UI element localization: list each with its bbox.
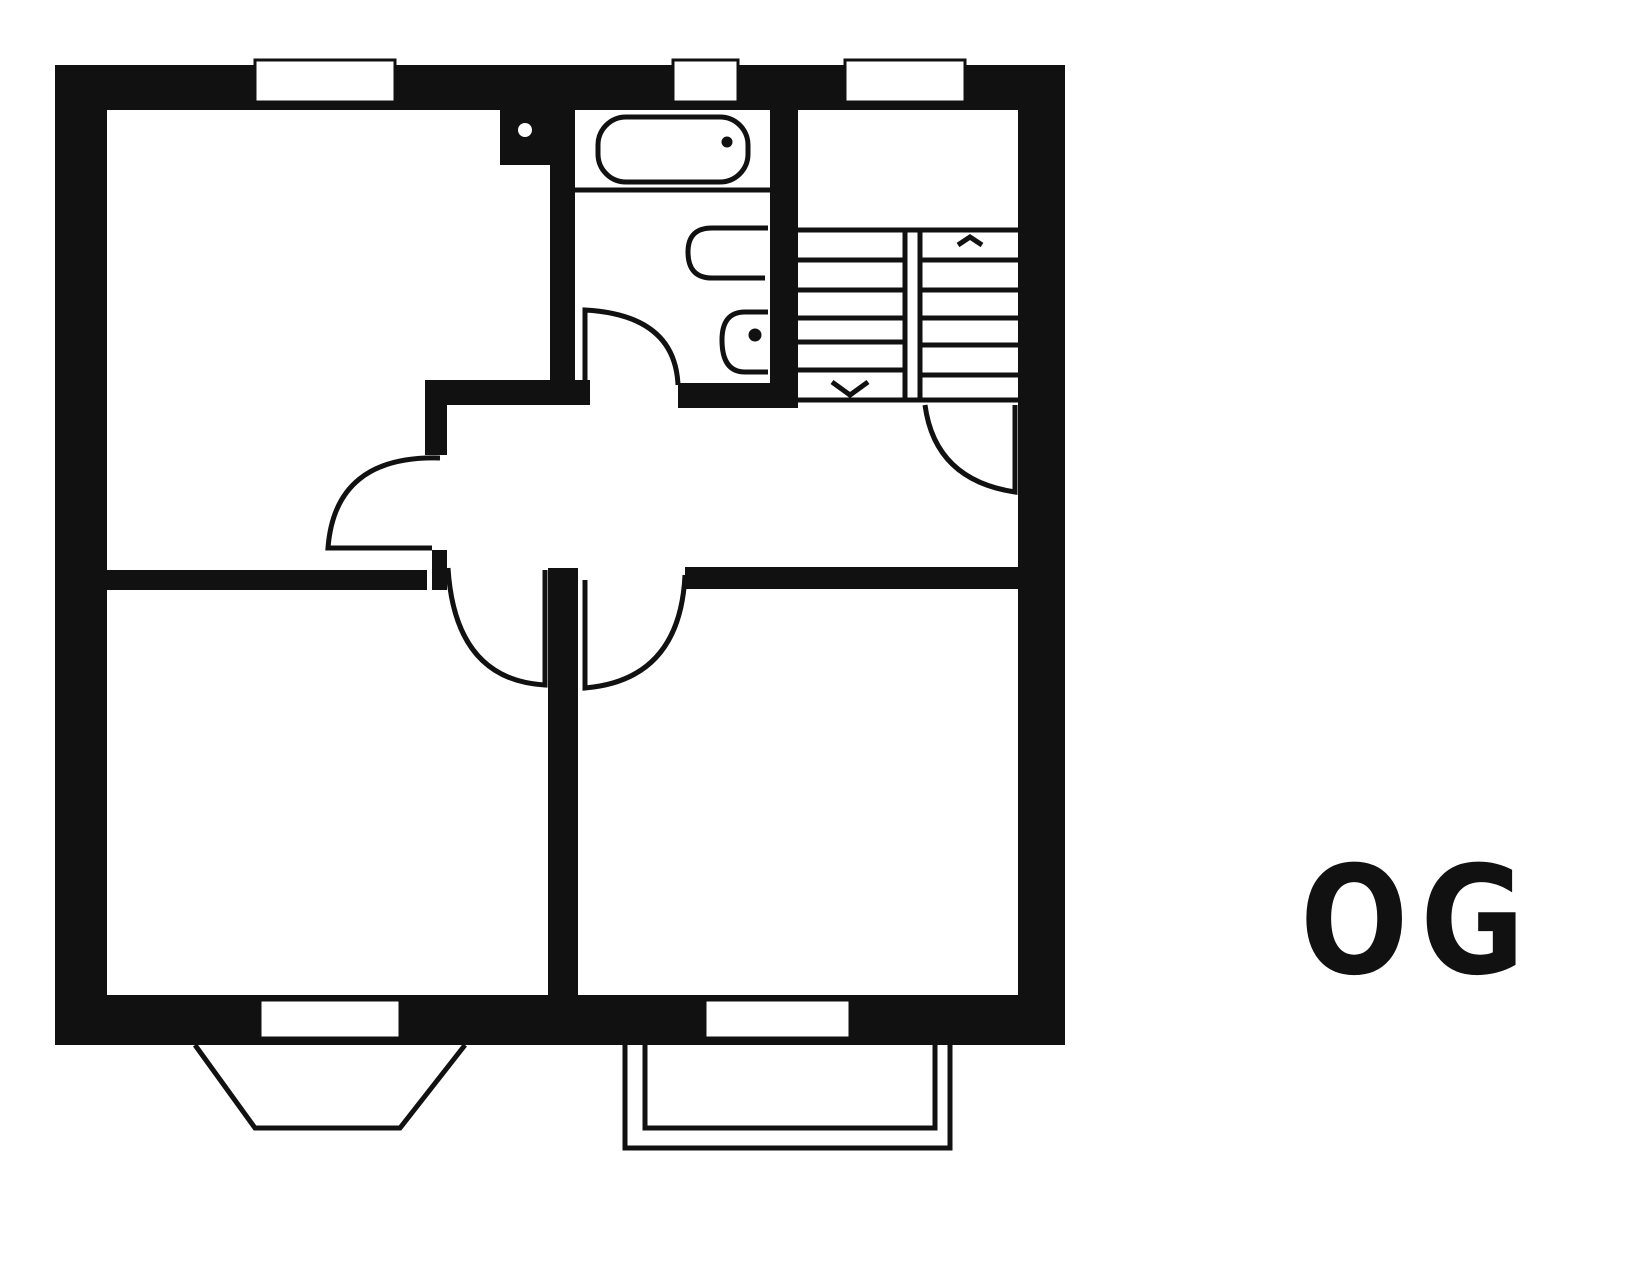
bathtub-icon	[595, 114, 751, 185]
sink-icon	[719, 309, 768, 375]
windows	[253, 58, 967, 1040]
staircase-icon	[798, 227, 1018, 403]
chimney-icon	[518, 123, 532, 137]
walls	[55, 65, 1065, 1045]
toilet-icon	[685, 225, 768, 281]
details	[192, 114, 1018, 1151]
floor-label: OG	[1300, 835, 1537, 1009]
